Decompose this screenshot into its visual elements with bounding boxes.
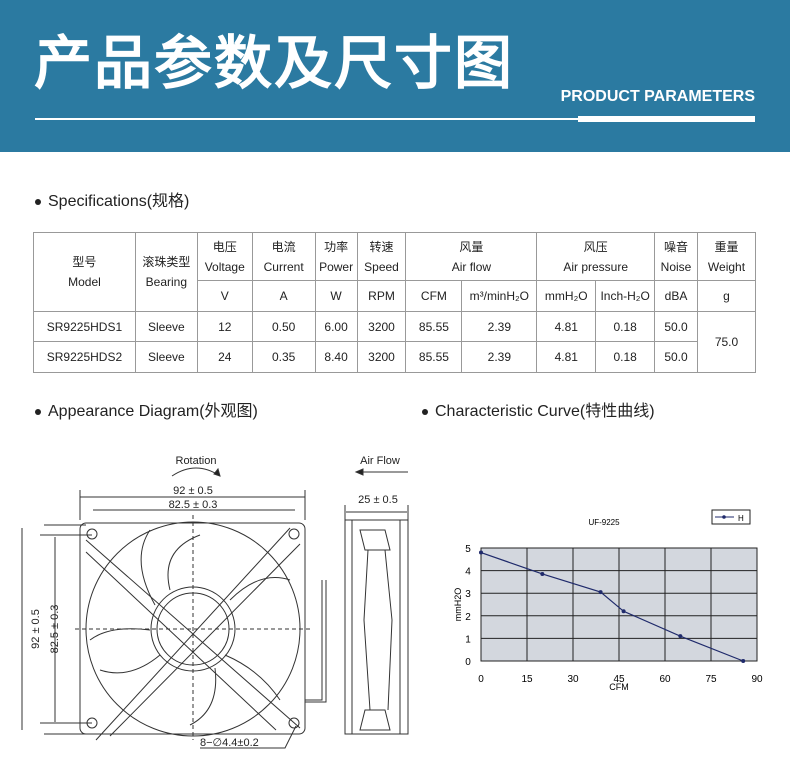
- dim-height-inner: 82.5 ± 0.3: [49, 605, 61, 654]
- unit: V: [196, 280, 253, 312]
- bullet-icon: [35, 408, 41, 415]
- curve-heading: Characteristic Curve(特性曲线): [422, 397, 655, 421]
- cell: 4.81: [536, 341, 597, 373]
- data-point: [479, 550, 483, 555]
- cell: 12: [196, 311, 253, 342]
- cell: 85.55: [405, 311, 463, 342]
- x-tick-label: 90: [751, 674, 763, 685]
- unit: dBA: [654, 280, 698, 312]
- cell: 0.35: [251, 341, 316, 373]
- weight-cell: 75.0: [696, 311, 757, 373]
- fan-side-view: [344, 519, 409, 735]
- x-tick-label: 0: [478, 674, 484, 685]
- header-banner: 产品参数及尺寸图 PRODUCT PARAMETERS: [0, 0, 790, 152]
- unit: m³/minH₂O: [461, 280, 538, 312]
- x-tick-label: 45: [613, 674, 625, 685]
- cell: SR9225HDS2: [33, 341, 136, 373]
- dim-hole: 8−∅4.4±0.2: [200, 737, 259, 749]
- cell: 50.0: [654, 311, 698, 342]
- cell: 6.00: [314, 311, 358, 342]
- cell: 3200: [356, 341, 407, 373]
- cell: 24: [196, 341, 253, 373]
- airflow-label: Air Flow: [360, 455, 400, 467]
- cell: SR9225HDS1: [33, 311, 136, 342]
- data-point: [678, 634, 683, 639]
- series-line: [480, 551, 744, 662]
- cell: 2.39: [461, 311, 538, 342]
- legend-label: H: [738, 514, 744, 523]
- page-title: 产品参数及尺寸图: [34, 29, 515, 97]
- y-tick-label: 4: [465, 567, 471, 578]
- cell: 50.0: [654, 341, 698, 373]
- cell: 0.50: [251, 311, 316, 342]
- rotation-label: Rotation: [176, 455, 217, 467]
- page-subtitle: PRODUCT PARAMETERS: [560, 88, 755, 105]
- data-point: [598, 590, 603, 595]
- data-point: [621, 609, 626, 614]
- rotation-arrow-icon: [171, 467, 221, 477]
- y-tick-label: 0: [465, 657, 471, 668]
- cell: Sleeve: [134, 311, 198, 342]
- unit: W: [314, 280, 358, 312]
- legend-marker: [722, 515, 726, 519]
- divider-accent: [578, 116, 755, 122]
- dim-height-outer: 92 ± 0.5: [30, 609, 42, 649]
- unit: CFM: [405, 280, 463, 312]
- cell: 8.40: [314, 341, 358, 373]
- y-tick-label: 3: [465, 589, 471, 600]
- dim-width-outer: 92 ± 0.5: [173, 485, 213, 497]
- unit: A: [251, 280, 316, 312]
- specs-heading: Specifications(规格): [35, 187, 189, 211]
- y-axis-label: mmH2O: [453, 588, 463, 622]
- cell: 3200: [356, 311, 407, 342]
- bullet-icon: [35, 198, 41, 205]
- unit: RPM: [356, 280, 407, 312]
- cell: 0.18: [595, 341, 656, 373]
- chart-title: UF-9225: [588, 518, 620, 527]
- cell: 4.81: [536, 311, 597, 342]
- cell: 85.55: [405, 341, 463, 373]
- cell: 0.18: [595, 311, 656, 342]
- y-tick-label: 2: [465, 612, 471, 623]
- divider: [35, 118, 580, 120]
- x-tick-label: 15: [521, 674, 533, 685]
- x-tick-label: 30: [567, 674, 579, 685]
- y-tick-label: 5: [465, 544, 471, 555]
- x-axis-label: CFM: [609, 682, 629, 692]
- fan-diagram: Rotation Air Flow 92 ± 0.5 82.5 ± 0.3 25…: [21, 455, 409, 749]
- data-point: [540, 571, 545, 576]
- bullet-icon: [422, 408, 428, 415]
- dim-width-inner: 82.5 ± 0.3: [169, 499, 218, 511]
- appearance-heading: Appearance Diagram(外观图): [35, 397, 258, 421]
- data-point: [741, 659, 746, 663]
- y-tick-label: 1: [465, 634, 471, 645]
- unit: g: [696, 280, 757, 312]
- x-tick-label: 75: [705, 674, 717, 685]
- dim-depth: 25 ± 0.5: [358, 494, 398, 506]
- unit: mmH₂O: [536, 280, 597, 312]
- cell: 2.39: [461, 341, 538, 373]
- cell: Sleeve: [134, 341, 198, 373]
- appearance-heading-text: Appearance Diagram(外观图): [48, 403, 258, 420]
- x-tick-label: 60: [659, 674, 671, 685]
- unit: Inch-H₂O: [595, 280, 656, 312]
- curve-heading-text: Characteristic Curve(特性曲线): [435, 403, 655, 420]
- specs-heading-text: Specifications(规格): [48, 193, 190, 210]
